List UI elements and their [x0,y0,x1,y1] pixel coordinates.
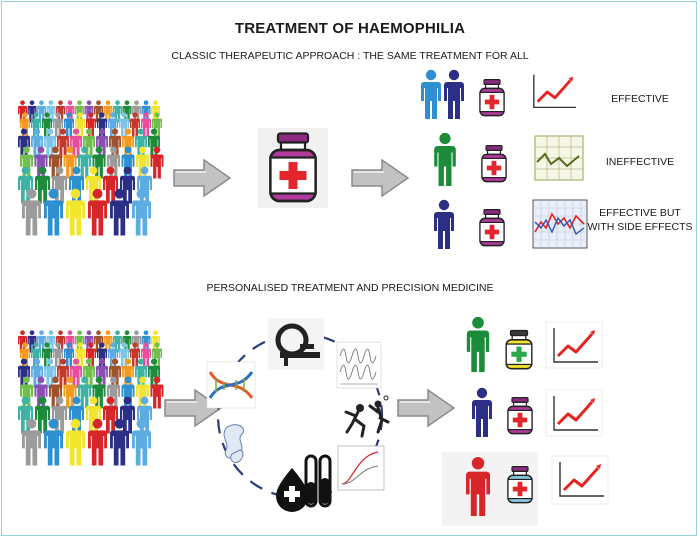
person-icon [466,316,490,372]
outcome-effective-label: EFFECTIVE [611,93,669,105]
arrow-icon [397,389,455,427]
person-icon [421,69,441,119]
person-icon [434,199,454,249]
side-effects-chart-icon [532,199,588,249]
person-icon [434,132,456,186]
outcome-ineffective-label: INEFFECTIVE [605,156,675,168]
person-icon [18,128,30,158]
person-icon [120,166,135,204]
person-icon [78,146,91,179]
trend-chart-icon [545,321,603,369]
person-icon [31,128,43,158]
person-icon [31,358,43,388]
waveform-icon [336,341,382,389]
growth-curve-icon [337,445,385,491]
medicine-bottle-icon [479,208,505,247]
trend-chart-icon [532,73,578,109]
medicine-bottle-icon [479,78,505,117]
person-icon [78,376,91,409]
person-icon [66,418,85,466]
person-icon [120,396,135,434]
crowd-icon [18,100,164,236]
joint-icon [223,424,244,463]
medicine-bottle-icon [505,329,533,370]
arrow-icon [351,159,409,197]
test-tubes-icon [304,454,332,508]
ineffective-chart-icon [534,135,584,181]
person-icon [444,69,464,119]
person-icon [66,188,85,236]
sports-icon [344,395,390,438]
medicine-bottle-icon [481,144,507,183]
person-icon [96,358,108,388]
person-icon [96,128,108,158]
page-title: TREATMENT OF HAEMOPHILIA [234,20,466,37]
outcome-side-effects-label: EFFECTIVE BUT WITH SIDE EFFECTS [587,207,693,233]
crowd-icon [18,330,164,466]
mri-scanner-icon [268,318,324,370]
person-icon [472,387,492,437]
trend-chart-icon [551,455,609,505]
arrow-icon [173,159,231,197]
trend-chart-icon [545,389,603,437]
classic-approach-heading: CLASSIC THERAPEUTIC APPROACH : THE SAME … [171,50,529,62]
person-icon [18,358,30,388]
medicine-bottle-icon [507,396,533,435]
blood-drop-icon [276,468,308,512]
dna-icon [206,361,256,409]
personalised-approach-heading: PERSONALISED TREATMENT AND PRECISION MED… [206,282,494,294]
